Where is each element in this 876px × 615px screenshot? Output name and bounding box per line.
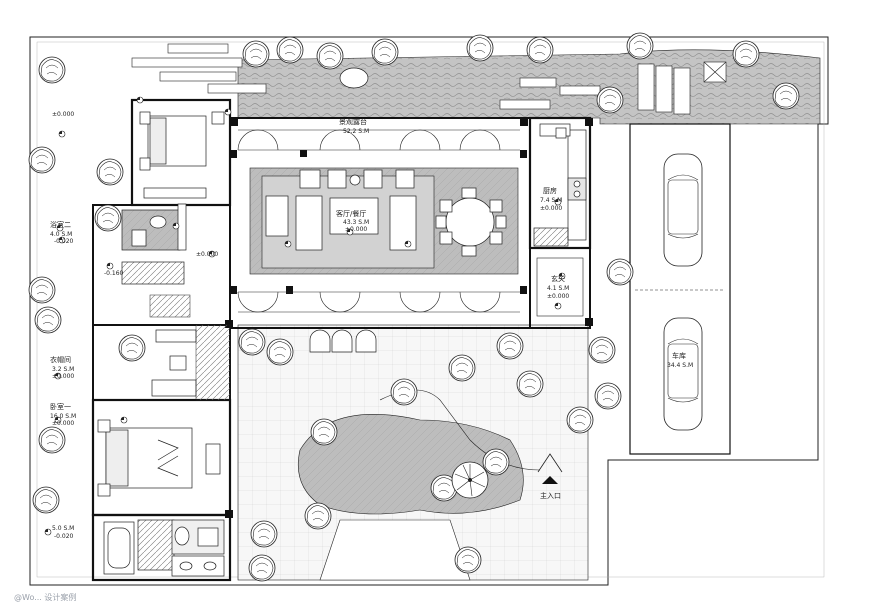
terrace-area: 52.2 S.M <box>343 128 369 135</box>
storage-elev: -0.160 <box>104 270 124 277</box>
corridor-elev: ±0.000 <box>196 251 218 258</box>
courtyard-path <box>319 519 471 581</box>
label-garage: 车库 34.4 S.M <box>667 351 693 369</box>
car-1 <box>663 153 703 267</box>
foyer-area: 4.1 S.M <box>547 285 569 292</box>
hall-floor <box>195 324 231 401</box>
upper-bedroom-furniture <box>139 111 225 199</box>
stair <box>149 294 191 318</box>
bedroom-lower-name: 卧室一 <box>50 402 71 411</box>
living-elev: ±0.000 <box>345 226 367 233</box>
label-living: 客厅/餐厅 43.3 S.M ±0.000 <box>336 209 369 233</box>
kitchen-area: 7.4 S.M <box>540 197 562 204</box>
label-kitchen: 厨房 7.4 S.M ±0.000 <box>540 186 562 212</box>
label-bath-upper: 浴室二 4.0 S.M -0.020 <box>50 220 74 245</box>
dining-table <box>435 187 507 257</box>
foyer-elev: ±0.000 <box>547 293 569 300</box>
car-2 <box>663 317 703 431</box>
kitchen-fixtures <box>533 123 587 247</box>
foyer-chairs <box>309 329 377 353</box>
foyer-name: 玄关 <box>551 274 565 283</box>
bath-upper-elev: -0.020 <box>54 238 74 245</box>
sofa-set <box>265 169 417 251</box>
bath-upper-area: 4.0 S.M <box>50 231 72 238</box>
cloak-elev: ±0.000 <box>52 373 74 380</box>
label-foyer: 玄关 4.1 S.M ±0.000 <box>547 274 569 300</box>
label-terrace: 景观露台 52.2 S.M <box>339 117 369 135</box>
living-name: 客厅/餐厅 <box>336 209 366 218</box>
cloakroom-fixtures <box>151 329 197 397</box>
stepping-stones <box>131 43 727 115</box>
entrance-marker <box>537 453 563 484</box>
bedroom-lower-elev: ±0.000 <box>52 420 74 427</box>
lower-bath-fixtures <box>103 519 225 577</box>
storage-room <box>121 261 185 285</box>
watermark: @Wo... 设计案例 <box>14 592 76 602</box>
cloak-area: 3.2 S.M <box>52 366 74 373</box>
lower-bedroom-furniture <box>97 419 221 497</box>
kitchen-elev: ±0.000 <box>540 205 562 212</box>
cloak-name: 衣帽间 <box>50 355 71 364</box>
terrace-name: 景观露台 <box>339 117 367 126</box>
bedroom-upper-elev: ±0.000 <box>52 111 74 118</box>
sliding-doors <box>237 129 520 313</box>
label-bath-lower: 5.0 S.M -0.020 <box>52 525 74 540</box>
upper-bath-fixtures <box>121 203 187 251</box>
bath-lower-area: 5.0 S.M <box>52 525 74 532</box>
garage-name: 车库 <box>672 351 686 360</box>
bath-upper-name: 浴室二 <box>50 220 71 229</box>
bedroom-lower-area: 16.0 S.M <box>50 413 76 420</box>
terrace-columns <box>225 118 593 518</box>
bath-lower-elev: -0.020 <box>54 533 74 540</box>
label-bedroom-lower: 卧室一 16.0 S.M ±0.000 <box>50 402 76 427</box>
living-area: 43.3 S.M <box>343 219 369 226</box>
kitchen-name: 厨房 <box>543 186 557 195</box>
entrance-label: 主入口 <box>540 491 561 500</box>
label-cloak: 衣帽间 3.2 S.M ±0.000 <box>50 355 74 380</box>
garage-area: 34.4 S.M <box>667 362 693 369</box>
garden-ornament <box>339 67 369 89</box>
